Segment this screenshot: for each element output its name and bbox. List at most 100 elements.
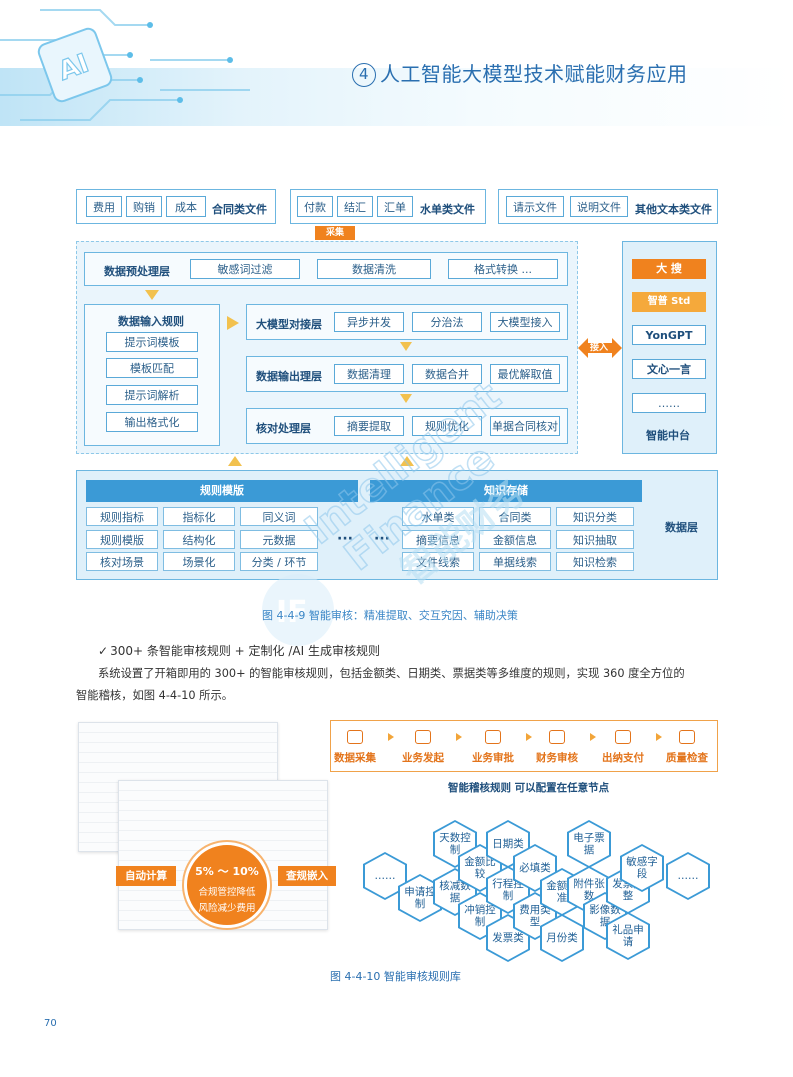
sheet-row <box>119 801 327 811</box>
data-cell: 知识检索 <box>556 552 634 571</box>
rule-item: 输出格式化 <box>106 412 198 432</box>
hexagon-label: …… <box>668 854 708 898</box>
top-item: 请示文件 <box>506 196 564 217</box>
top-item: 结汇 <box>337 196 373 217</box>
sheet-row <box>79 753 277 763</box>
model-layer <box>246 304 568 340</box>
data-cell: 分类 / 环节 <box>240 552 318 571</box>
saving-line: 风险减少费用 <box>198 903 256 914</box>
layer-item: 敏感词过滤 <box>190 259 300 279</box>
check-mark: ✓ <box>98 644 109 658</box>
layer-item: 异步并发 <box>334 312 404 332</box>
sheet-row <box>79 723 277 733</box>
up-arrow <box>228 456 242 466</box>
flow-subtitle: 智能稽核规则 可以配置在任意节点 <box>448 782 610 794</box>
top-item: 费用 <box>86 196 122 217</box>
rule-item: 提示词模板 <box>106 332 198 352</box>
data-cell: 合同类 <box>479 507 551 526</box>
layer-item: 分治法 <box>412 312 482 332</box>
top-item: 购销 <box>126 196 162 217</box>
data-cell: 知识分类 <box>556 507 634 526</box>
down-arrow <box>145 290 159 300</box>
figure-caption: 图 4-4-10 智能审核规则库 <box>330 970 461 983</box>
sheet-row <box>119 791 327 801</box>
access-arrow <box>578 338 622 358</box>
hexagon-label: 礼品申请 <box>608 914 648 958</box>
flow-frame <box>330 720 718 772</box>
rule-hexagon: …… <box>666 852 710 900</box>
watermark: Intelligent Finance 智能财务 IF <box>262 373 533 646</box>
hexagon-label: 电子票据 <box>569 822 609 866</box>
data-cell: 同义词 <box>240 507 318 526</box>
platform-item-highlight: 大 搜 <box>632 259 706 279</box>
knowledge-header: 知识存储 <box>370 480 642 502</box>
group-label: 其他文本类文件 <box>635 203 712 216</box>
header-band <box>0 68 793 126</box>
data-cell: 核对场景 <box>86 552 158 571</box>
layer-item: 数据清洗 <box>317 259 431 279</box>
group-label: 合同类文件 <box>212 203 267 216</box>
rule-item: 提示词解析 <box>106 385 198 405</box>
layer-item: 最优解取值 <box>490 364 560 384</box>
hexagon-label: 敏感字段 <box>622 846 662 890</box>
figure-caption: 图 4-4-9 智能审核：精准提取、交互究因、辅助决策 <box>262 609 518 622</box>
sheet-row <box>119 781 327 791</box>
step-icon <box>549 730 565 744</box>
access-label: 接入 <box>590 343 609 353</box>
top-item: 成本 <box>166 196 206 217</box>
paragraph-line: 系统设置了开箱即用的 300+ 的智能审核规则，包括金额类、日期类、票据类等多维… <box>98 667 685 680</box>
platform-item: 文心一言 <box>632 359 706 379</box>
hexagon-label: 月份类 <box>542 916 582 960</box>
sheet-row <box>79 733 277 743</box>
sheet-row <box>79 743 277 753</box>
saving-line: 合规管控降低 <box>198 887 256 898</box>
layer-title: 核对处理层 <box>256 422 311 435</box>
down-arrow <box>400 342 412 351</box>
rule-item: 模板匹配 <box>106 358 198 378</box>
platform-item-highlight: 智普 Std <box>632 292 706 312</box>
step-icon <box>615 730 631 744</box>
flow-arrow <box>456 733 462 741</box>
step-label: 业务审批 <box>472 752 514 764</box>
auto-calc-tag: 自动计算 <box>116 866 176 886</box>
platform-item: YonGPT <box>632 325 706 345</box>
spreadsheet-image <box>118 780 328 930</box>
data-cell: 知识抽取 <box>556 530 634 549</box>
collect-tag: 采集 <box>315 226 355 240</box>
panel-title: 数据输入规则 <box>118 315 184 328</box>
layer-item: 数据清理 <box>334 364 404 384</box>
compliance-embed-tag: 查规嵌入 <box>278 866 336 886</box>
layer-item: 数据合并 <box>412 364 482 384</box>
flow-arrow <box>526 733 532 741</box>
saving-percent: 5% ～ 10% <box>195 865 259 878</box>
step-icon <box>415 730 431 744</box>
flow-step: 业务审批 <box>472 730 514 765</box>
saving-circle: 5% ～ 10% 合规管控降低 风险减少费用 <box>184 842 270 928</box>
rule-templates-header: 规则模版 <box>86 480 358 502</box>
rule-hexagon: 电子票据 <box>567 820 611 868</box>
step-icon <box>485 730 501 744</box>
step-label: 质量检查 <box>666 752 708 764</box>
step-label: 业务发起 <box>402 752 444 764</box>
platform-item: …… <box>632 393 706 413</box>
ai-chip-logo: AI <box>0 9 250 121</box>
layer-item: 规则优化 <box>412 416 482 436</box>
ellipsis: ··· <box>374 531 390 547</box>
step-label: 财务审核 <box>536 752 578 764</box>
layer-item: 大模型接入 <box>490 312 560 332</box>
flow-step: 数据采集 <box>334 730 376 765</box>
flow-step: 财务审核 <box>536 730 578 765</box>
section-heading: ✓300+ 条智能审核规则 + 定制化 /AI 生成审核规则 <box>98 640 380 662</box>
down-arrow <box>400 394 412 403</box>
step-icon <box>347 730 363 744</box>
data-cell: 摘要信息 <box>402 530 474 549</box>
data-cell: 文件线索 <box>402 552 474 571</box>
sheet-row <box>119 821 327 831</box>
page-number: 70 <box>44 1018 57 1029</box>
data-cell: 金额信息 <box>479 530 551 549</box>
top-item: 汇单 <box>377 196 413 217</box>
flow-step: 业务发起 <box>402 730 444 765</box>
data-cell: 规则模版 <box>86 530 158 549</box>
flow-arrow <box>656 733 662 741</box>
